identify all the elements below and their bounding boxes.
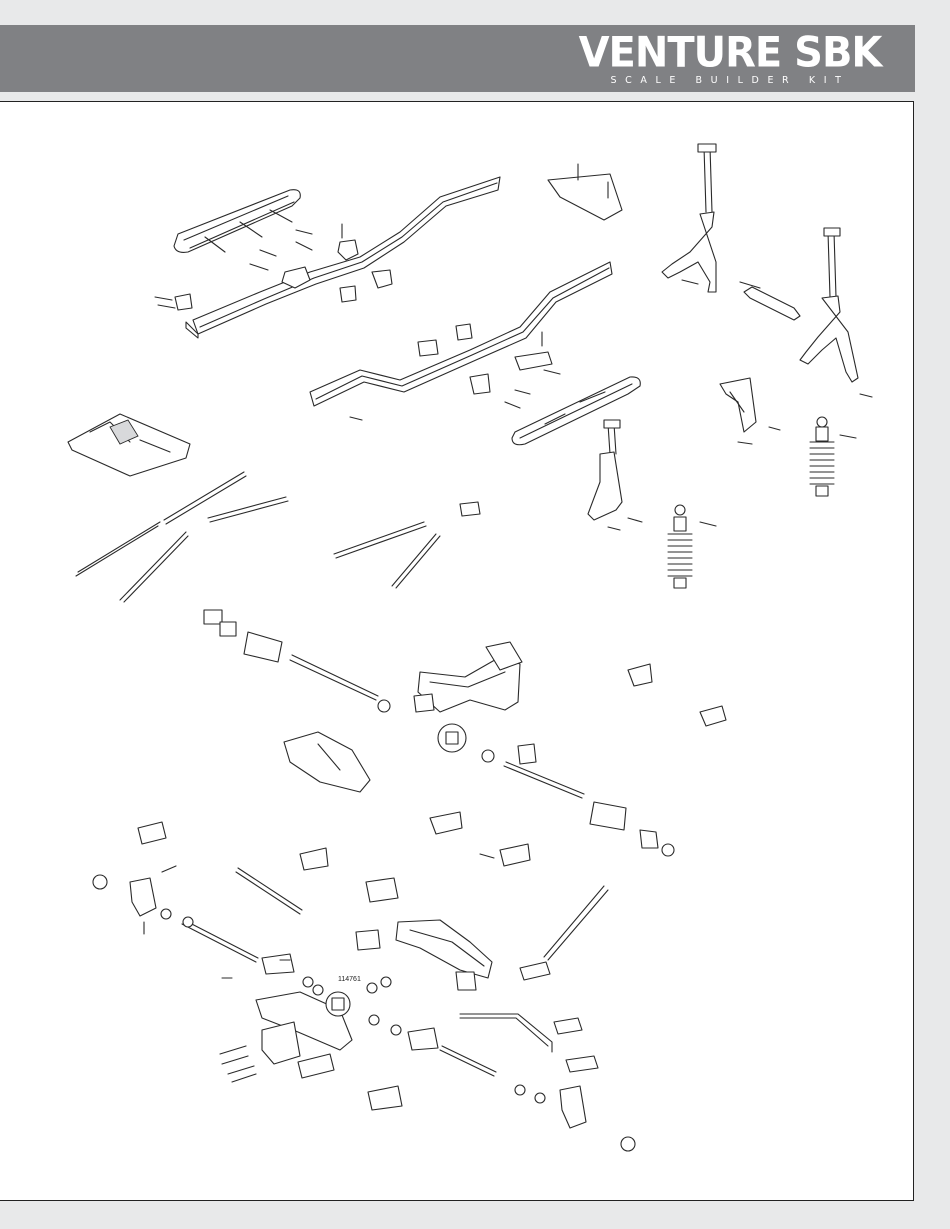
shock-absorber-front <box>668 505 692 588</box>
rear-driveshaft <box>244 632 626 830</box>
frame-brackets <box>175 174 622 394</box>
skid-plate <box>68 414 190 476</box>
exploded-parts-diagram <box>0 102 914 1202</box>
front-ring-gear <box>326 992 350 1016</box>
shock-mount-front <box>588 420 622 520</box>
part-callout-114761: 114761 <box>338 976 361 983</box>
shock-mount-rear <box>720 378 756 432</box>
rear-diff <box>284 724 466 792</box>
rear-axle-housing <box>418 642 522 712</box>
header-band: VENTURE SBK SCALE BUILDER KIT <box>0 25 915 92</box>
front-axle-housing <box>396 920 492 978</box>
shock-link <box>744 287 800 320</box>
shock-absorber-rear <box>810 417 834 496</box>
suspension-links-rear <box>334 502 480 588</box>
shock-tower-rear <box>800 228 858 382</box>
brand-logo: VENTURE SBK SCALE BUILDER KIT <box>565 31 895 87</box>
shock-tower-front <box>662 144 716 292</box>
exploded-view-panel: 114761 <box>0 101 914 1201</box>
rear-bumper <box>512 377 640 445</box>
suspension-links-front <box>76 472 288 602</box>
brand-name: VENTURE SBK <box>565 30 895 76</box>
front-bumper <box>174 190 300 253</box>
front-steering-knuckles <box>93 875 635 1151</box>
